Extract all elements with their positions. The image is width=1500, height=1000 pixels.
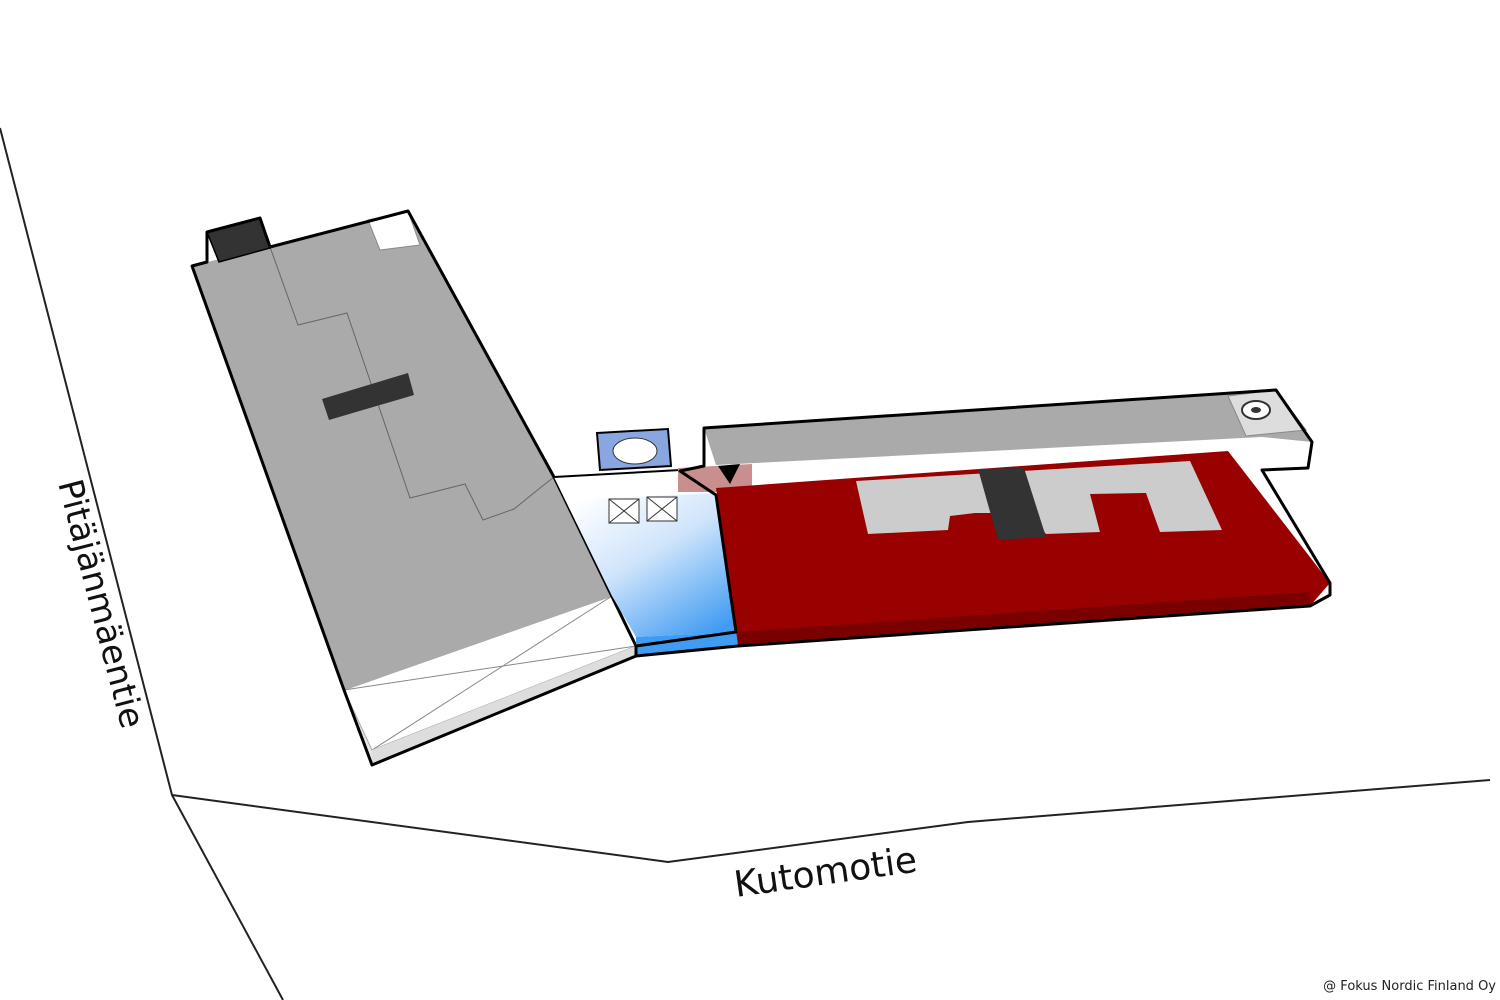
stair-icon [608,496,678,524]
copyright-notice: @ Fokus Nordic Finland Oy [1323,979,1496,994]
street-label-pitajanmaentie: Pitäjänmäentie [49,475,152,732]
east-wing [634,388,1332,658]
west-wing [190,209,638,767]
elevator-icon [595,427,673,472]
lobby [553,427,738,656]
entrance-marker-icon [718,464,740,484]
street-lines [0,127,1491,1000]
stair-icon-east [1241,400,1271,420]
